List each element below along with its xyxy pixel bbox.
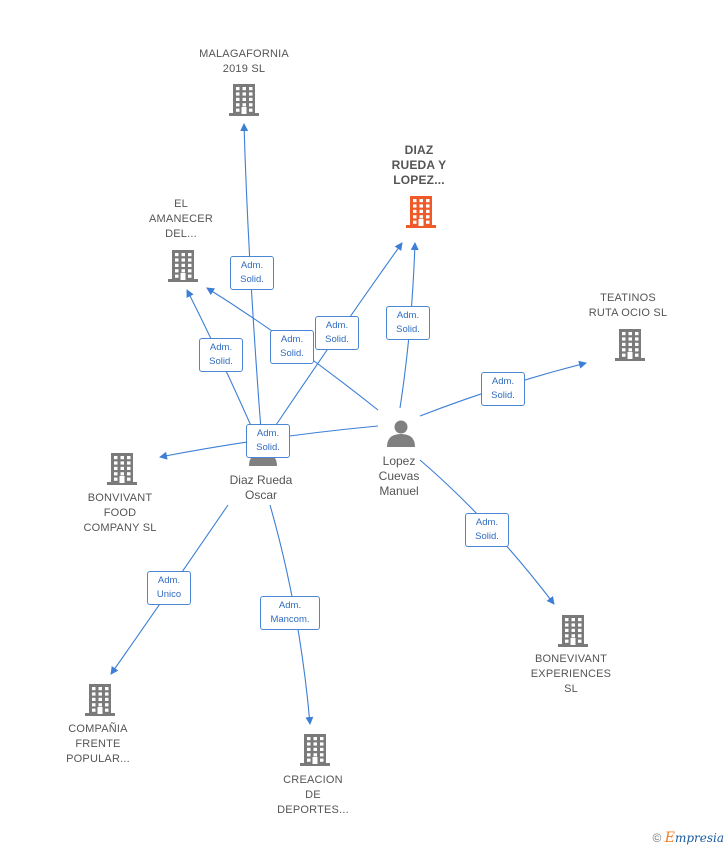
edge-label-lopez_cuevas-to-el_amanecer[interactable]: Adm. Solid. (270, 330, 314, 364)
company-label-creacion_deportes[interactable]: CREACION DE DEPORTES... (277, 773, 349, 816)
building-icon-bonevivant_exp[interactable] (558, 615, 588, 647)
brand-initial: E (664, 830, 675, 846)
edge-label-diaz_rueda_oscar-to-malagafornia[interactable]: Adm. Solid. (230, 256, 274, 290)
person-label-diaz_rueda_oscar[interactable]: Diaz Rueda Oscar (229, 473, 293, 502)
edge-label-diaz_rueda_oscar-to-creacion_deportes[interactable]: Adm. Mancom. (260, 596, 320, 630)
edge-label-diaz_rueda_oscar-to-compania_frente[interactable]: Adm. Unico (147, 571, 191, 605)
building-icon-creacion_deportes[interactable] (300, 734, 330, 766)
company-label-diaz_rueda_lopez[interactable]: DIAZ RUEDA Y LOPEZ... (391, 142, 447, 187)
company-label-el_amanecer[interactable]: EL AMANECER DEL... (149, 197, 213, 240)
company-label-malagafornia[interactable]: MALAGAFORNIA 2019 SL (199, 48, 289, 75)
icons-layer (85, 84, 645, 766)
company-label-bonevivant_exp[interactable]: BONEVIVANT EXPERIENCES SL (530, 652, 612, 695)
building-icon-bonvivant_food[interactable] (107, 453, 137, 485)
edge-label-diaz_rueda_oscar-to-el_amanecer[interactable]: Adm. Solid. (199, 338, 243, 372)
company-label-teatinos[interactable]: TEATINOS RUTA OCIO SL (588, 292, 668, 319)
building-icon-compania_frente[interactable] (85, 684, 115, 716)
building-icon-el_amanecer[interactable] (168, 250, 198, 282)
edge-label-diaz_rueda_oscar-to-diaz_rueda_lopez[interactable]: Adm. Solid. (315, 316, 359, 350)
building-icon-teatinos[interactable] (615, 329, 645, 361)
building-icon-diaz_rueda_lopez[interactable] (406, 196, 436, 228)
company-label-compania_frente[interactable]: COMPAÑIA FRENTE POPULAR... (66, 722, 130, 765)
copyright-symbol: © (652, 831, 662, 845)
edge-label-lopez_cuevas-to-teatinos[interactable]: Adm. Solid. (481, 372, 525, 406)
edge-label-lopez_cuevas-to-bonvivant_food[interactable]: Adm. Solid. (246, 424, 290, 458)
company-label-bonvivant_food[interactable]: BONVIVANT FOOD COMPANY SL (83, 491, 157, 534)
building-icon-malagafornia[interactable] (229, 84, 259, 116)
footer-brand: © Empresia (653, 830, 724, 846)
edge-label-lopez_cuevas-to-bonevivant_exp[interactable]: Adm. Solid. (465, 513, 509, 547)
edge-label-lopez_cuevas-to-diaz_rueda_lopez[interactable]: Adm. Solid. (386, 306, 430, 340)
person-label-lopez_cuevas[interactable]: Lopez Cuevas Manuel (378, 453, 420, 498)
brand-name: mpresia (674, 831, 724, 845)
person-icon-lopez_cuevas[interactable] (387, 420, 415, 448)
